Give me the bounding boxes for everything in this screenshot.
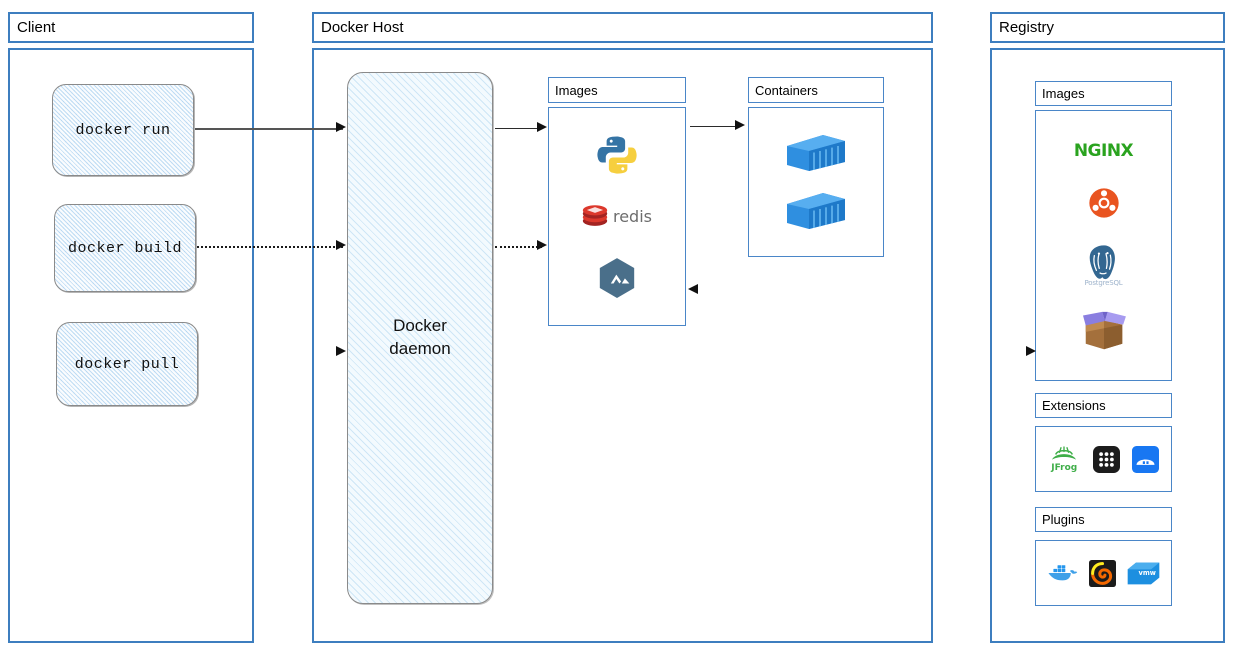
- command-label-docker-run: docker run: [75, 121, 171, 139]
- lane-title-client: Client: [8, 12, 254, 43]
- group-title-host-images: Images: [548, 77, 686, 103]
- docker-daemon-label: Docker daemon: [389, 316, 451, 358]
- command-box-docker-build[interactable]: docker build: [54, 204, 196, 292]
- container-icon: [781, 189, 851, 233]
- app-grid-icon: [1093, 445, 1121, 473]
- command-box-docker-run[interactable]: docker run: [52, 84, 194, 176]
- jfrog-label: JFrog: [1051, 462, 1078, 473]
- arrow-registry-to-images: [688, 284, 698, 294]
- arrow-daemon-to-images-dotted: [537, 240, 547, 250]
- arrow-daemon-to-images: [537, 122, 547, 132]
- ubuntu-icon: [1087, 186, 1121, 220]
- lane-title-registry: Registry: [990, 12, 1225, 43]
- redis-label: redis: [612, 206, 652, 226]
- lane-title-docker-host: Docker Host: [312, 12, 933, 43]
- arrow-build-to-daemon: [336, 240, 346, 250]
- connector-daemon-to-images-dotted: [495, 246, 542, 248]
- connector-images-to-containers: [690, 126, 740, 127]
- arrow-pull-to-registry: [1026, 346, 1036, 356]
- arrow-images-to-containers: [735, 120, 745, 130]
- group-body-host-containers: [748, 107, 884, 257]
- lane-label-docker-host: Docker Host: [321, 19, 404, 36]
- connector-build-to-daemon: [197, 246, 343, 248]
- arrow-pull-to-daemon: [336, 346, 346, 356]
- connector-run-to-daemon: [195, 128, 343, 130]
- blue-app-icon: [1132, 445, 1160, 473]
- docker-whale-icon: [1045, 559, 1079, 587]
- group-label-registry-extensions: Extensions: [1042, 398, 1106, 413]
- grafana-icon: [1089, 559, 1117, 587]
- postgresql-icon: PostgreSQL: [1079, 243, 1129, 287]
- group-label-registry-plugins: Plugins: [1042, 512, 1085, 527]
- command-label-docker-build: docker build: [67, 239, 183, 257]
- jfrog-icon: JFrog: [1047, 445, 1081, 473]
- docker-daemon-box[interactable]: Docker daemon: [347, 72, 493, 604]
- group-title-registry-extensions: Extensions: [1035, 393, 1172, 418]
- python-icon: [594, 132, 640, 178]
- nginx-icon: NGINX: [1073, 138, 1134, 164]
- package-box-icon: [1077, 309, 1131, 353]
- connector-daemon-to-images: [495, 128, 542, 129]
- lane-label-registry: Registry: [999, 19, 1055, 36]
- command-box-docker-pull[interactable]: docker pull: [56, 322, 198, 406]
- group-title-registry-plugins: Plugins: [1035, 507, 1172, 532]
- svg-text:vmw: vmw: [1139, 569, 1156, 577]
- redis-icon: redis: [582, 201, 652, 231]
- arrow-run-to-daemon: [336, 122, 346, 132]
- group-label-host-containers: Containers: [755, 82, 818, 98]
- lane-label-client: Client: [17, 19, 56, 36]
- group-body-registry-plugins: vmw: [1035, 540, 1172, 606]
- group-title-host-containers: Containers: [748, 77, 884, 103]
- nginx-label: NGINX: [1073, 141, 1134, 162]
- container-icon: [781, 131, 851, 175]
- vmware-icon: vmw: [1126, 560, 1162, 586]
- group-label-host-images: Images: [555, 82, 598, 98]
- group-label-registry-images: Images: [1042, 86, 1085, 101]
- group-body-registry-images: NGINX: [1035, 110, 1172, 381]
- postgresql-label: PostgreSQL: [1084, 278, 1123, 287]
- alpine-icon: [594, 255, 640, 301]
- group-body-host-images: redis: [548, 107, 686, 326]
- group-title-registry-images: Images: [1035, 81, 1172, 106]
- group-body-registry-extensions: JFrog: [1035, 426, 1172, 492]
- command-label-docker-pull: docker pull: [74, 355, 180, 373]
